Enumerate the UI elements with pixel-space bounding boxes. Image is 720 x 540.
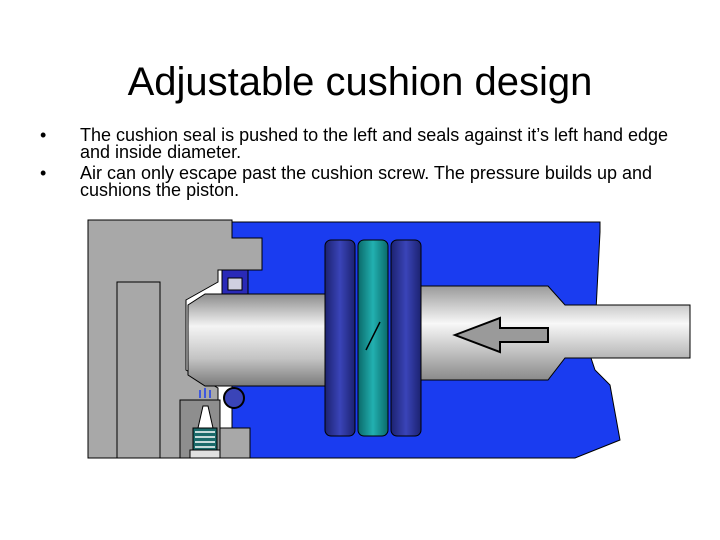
- piston-rod: [419, 285, 691, 381]
- cushion-seal: [223, 387, 245, 409]
- end-cap: [87, 219, 263, 459]
- cushion-screw-head: [189, 449, 221, 459]
- end-cap-recess: [116, 281, 161, 458]
- cushion-screw-thread: [195, 431, 215, 448]
- piston-seal-right: [390, 239, 422, 437]
- bullet-dot: •: [40, 125, 47, 145]
- rod-seal-ring: [227, 277, 243, 291]
- piston-seal-center: [357, 239, 389, 437]
- piston-rod: [187, 293, 331, 387]
- cushion-screw-needle: [197, 405, 214, 429]
- direction-arrow: [452, 316, 549, 354]
- bullet-item: • The cushion seal is pushed to the left…: [40, 125, 700, 162]
- slide-title: Adjustable cushion design: [127, 60, 593, 104]
- bullet-list: • The cushion seal is pushed to the left…: [40, 125, 700, 203]
- bullet-item: • Air can only escape past the cushion s…: [40, 163, 700, 200]
- piston-seal-left: [324, 239, 356, 437]
- piston-seal-cut: [365, 321, 381, 351]
- air-flow-icon: [199, 388, 211, 398]
- bullet-text: Air can only escape past the cushion scr…: [80, 163, 653, 200]
- bullet-text: The cushion seal is pushed to the left a…: [80, 125, 669, 162]
- cylinder-diagram: [87, 219, 691, 459]
- bullet-dot: •: [40, 163, 47, 183]
